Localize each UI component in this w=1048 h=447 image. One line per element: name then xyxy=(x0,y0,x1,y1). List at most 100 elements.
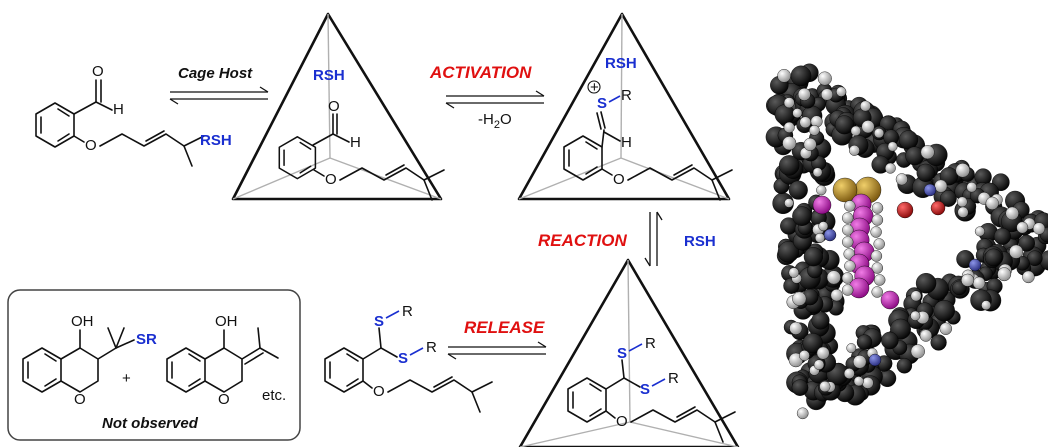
guest-hydrogen xyxy=(844,200,856,212)
nitrogen-atom xyxy=(923,183,937,197)
guest-hydrogen xyxy=(873,238,885,250)
hydrogen-atom xyxy=(972,276,986,290)
hydrogen-atom xyxy=(792,108,803,119)
cage-atom xyxy=(915,273,937,294)
hydrogen-atom xyxy=(919,329,933,342)
hydrogen-atom xyxy=(850,125,861,136)
hydrogen-atom xyxy=(887,141,898,152)
hydrogen-atom xyxy=(981,300,991,311)
hydrogen-atom xyxy=(815,232,826,243)
equilibrium-release: RELEASE xyxy=(447,318,547,360)
hydrogen-atom xyxy=(961,273,975,287)
hydrogen-atom xyxy=(830,289,843,302)
space-filling-cage-model xyxy=(765,63,1048,420)
hydrogen-atom xyxy=(788,267,799,278)
svg-text:R: R xyxy=(668,370,679,387)
hydrogen-atom xyxy=(799,350,810,361)
hydrogen-atom xyxy=(1005,206,1019,221)
svg-text:O: O xyxy=(616,413,628,430)
svg-text:S: S xyxy=(640,381,650,398)
svg-text:O: O xyxy=(613,171,625,188)
thionium-sulfur: S xyxy=(597,95,607,112)
cage-dithioacetal: S R S R O xyxy=(518,258,740,447)
hydrogen-atom xyxy=(782,136,797,151)
hydrogen-atom xyxy=(895,173,908,186)
hydrogen-atom xyxy=(813,359,825,370)
cage-atom xyxy=(933,300,955,322)
oxygen-atom xyxy=(930,200,946,216)
hydrogen-atom xyxy=(974,226,985,237)
hydrogen-atom xyxy=(862,377,874,389)
cage-atom xyxy=(1018,234,1035,252)
svg-text:R: R xyxy=(402,303,413,320)
hydrogen-atom xyxy=(910,310,921,321)
reaction-label: REACTION xyxy=(538,231,628,250)
hydrogen-atom xyxy=(836,86,847,97)
cage-atom xyxy=(777,241,800,263)
svg-text:S: S xyxy=(398,350,408,367)
hydrogen-atom xyxy=(789,321,803,335)
release-label: RELEASE xyxy=(464,318,545,337)
cage-atom xyxy=(774,104,795,125)
hydrogen-atom xyxy=(955,163,970,178)
guest-hydrogen xyxy=(842,236,854,248)
hydrogen-atom xyxy=(816,185,827,196)
hydrogen-atom xyxy=(920,145,935,160)
hydrogen-atom xyxy=(1022,270,1035,284)
svg-text:H: H xyxy=(350,134,361,151)
hydrogen-atom xyxy=(826,270,841,285)
chromanol-thioether: O OH SR xyxy=(22,313,157,408)
water-loss-label: -H2O xyxy=(478,111,512,131)
svg-text:S: S xyxy=(617,345,627,362)
hydrogen-atom xyxy=(956,196,968,208)
guest-hydrogen xyxy=(841,272,854,284)
hydrogen-atom xyxy=(812,167,823,178)
rsh-label-2: RSH xyxy=(684,233,716,250)
guest-hydrogen xyxy=(871,286,883,298)
cage-atom xyxy=(896,358,913,374)
oxygen-atom xyxy=(896,201,914,219)
equilibrium-reaction: REACTION RSH xyxy=(538,211,716,267)
svg-text:R: R xyxy=(426,339,437,356)
aldehyde-hydrogen: H xyxy=(113,101,124,118)
svg-text:H: H xyxy=(621,134,632,151)
cage-atom xyxy=(834,115,854,135)
cage-atom xyxy=(905,146,925,166)
cage-host-label: Cage Host xyxy=(178,65,253,82)
cage-atom xyxy=(898,130,919,150)
svg-text:R: R xyxy=(645,335,656,352)
hydrogen-atom xyxy=(1032,222,1046,235)
aldehyde-oxygen: O xyxy=(92,63,104,80)
cage-atom xyxy=(916,163,935,182)
svg-text:SR: SR xyxy=(136,331,157,348)
plus-sign: + xyxy=(122,370,131,387)
nitrogen-atom xyxy=(868,353,882,367)
substrate-aldehyde: O H O xyxy=(35,63,205,167)
not-observed-box: O OH SR + O OH etc. Not observed xyxy=(7,289,301,441)
svg-text:S: S xyxy=(374,313,384,330)
hydrogen-atom xyxy=(853,376,864,387)
hydrogen-atom xyxy=(939,322,952,335)
hydrogen-atom xyxy=(853,355,867,369)
activation-label: ACTIVATION xyxy=(429,63,532,82)
guest-hydrogen xyxy=(842,212,854,224)
hydrogen-atom xyxy=(910,344,925,359)
cage-atom xyxy=(993,227,1011,245)
hydrogen-atom xyxy=(821,88,834,101)
hydrogen-atom xyxy=(849,144,860,156)
hydrogen-atom xyxy=(957,206,969,218)
cage-atom xyxy=(856,334,873,350)
guest-hydrogen xyxy=(871,214,884,226)
hydrogen-atom xyxy=(966,181,977,193)
svg-text:R: R xyxy=(621,87,632,104)
nitrogen-atom xyxy=(968,258,982,272)
equilibrium-cage-host: Cage Host RSH xyxy=(169,65,269,149)
cage-atom xyxy=(802,333,823,354)
hydrogen-atom xyxy=(874,128,885,139)
etc-label: etc. xyxy=(262,387,286,404)
cage-atom xyxy=(790,65,812,87)
guest-hydrogen xyxy=(874,274,886,286)
guest-carbon xyxy=(880,290,900,310)
hydrogen-atom xyxy=(817,71,832,86)
